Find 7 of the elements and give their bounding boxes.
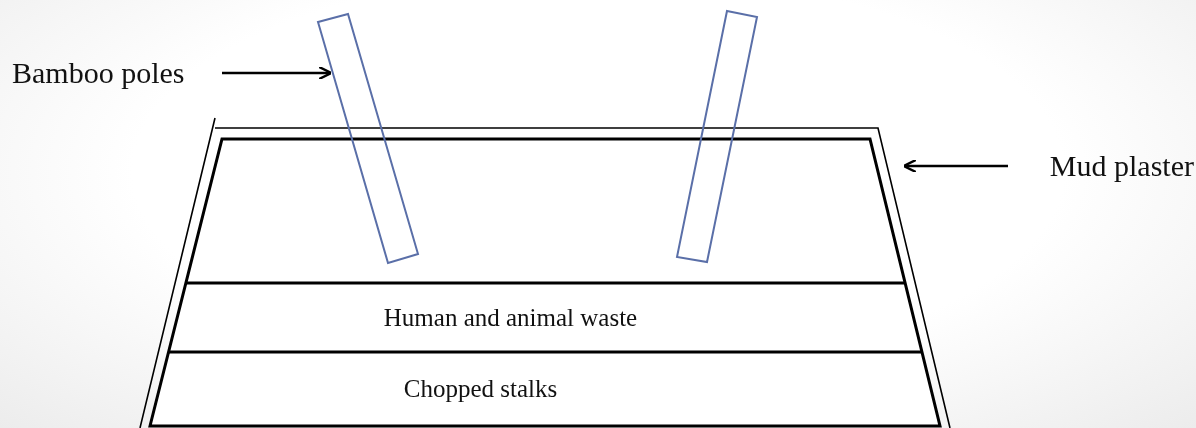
compost-pit xyxy=(138,116,953,428)
arrow xyxy=(902,158,1008,174)
layer-label: Human and animal waste xyxy=(383,302,638,333)
layer-label: Chopped stalks xyxy=(403,374,558,404)
callout-label: Mud plaster xyxy=(1008,149,1194,183)
arrow xyxy=(222,65,333,81)
callout-label: Bamboo poles xyxy=(12,56,222,90)
